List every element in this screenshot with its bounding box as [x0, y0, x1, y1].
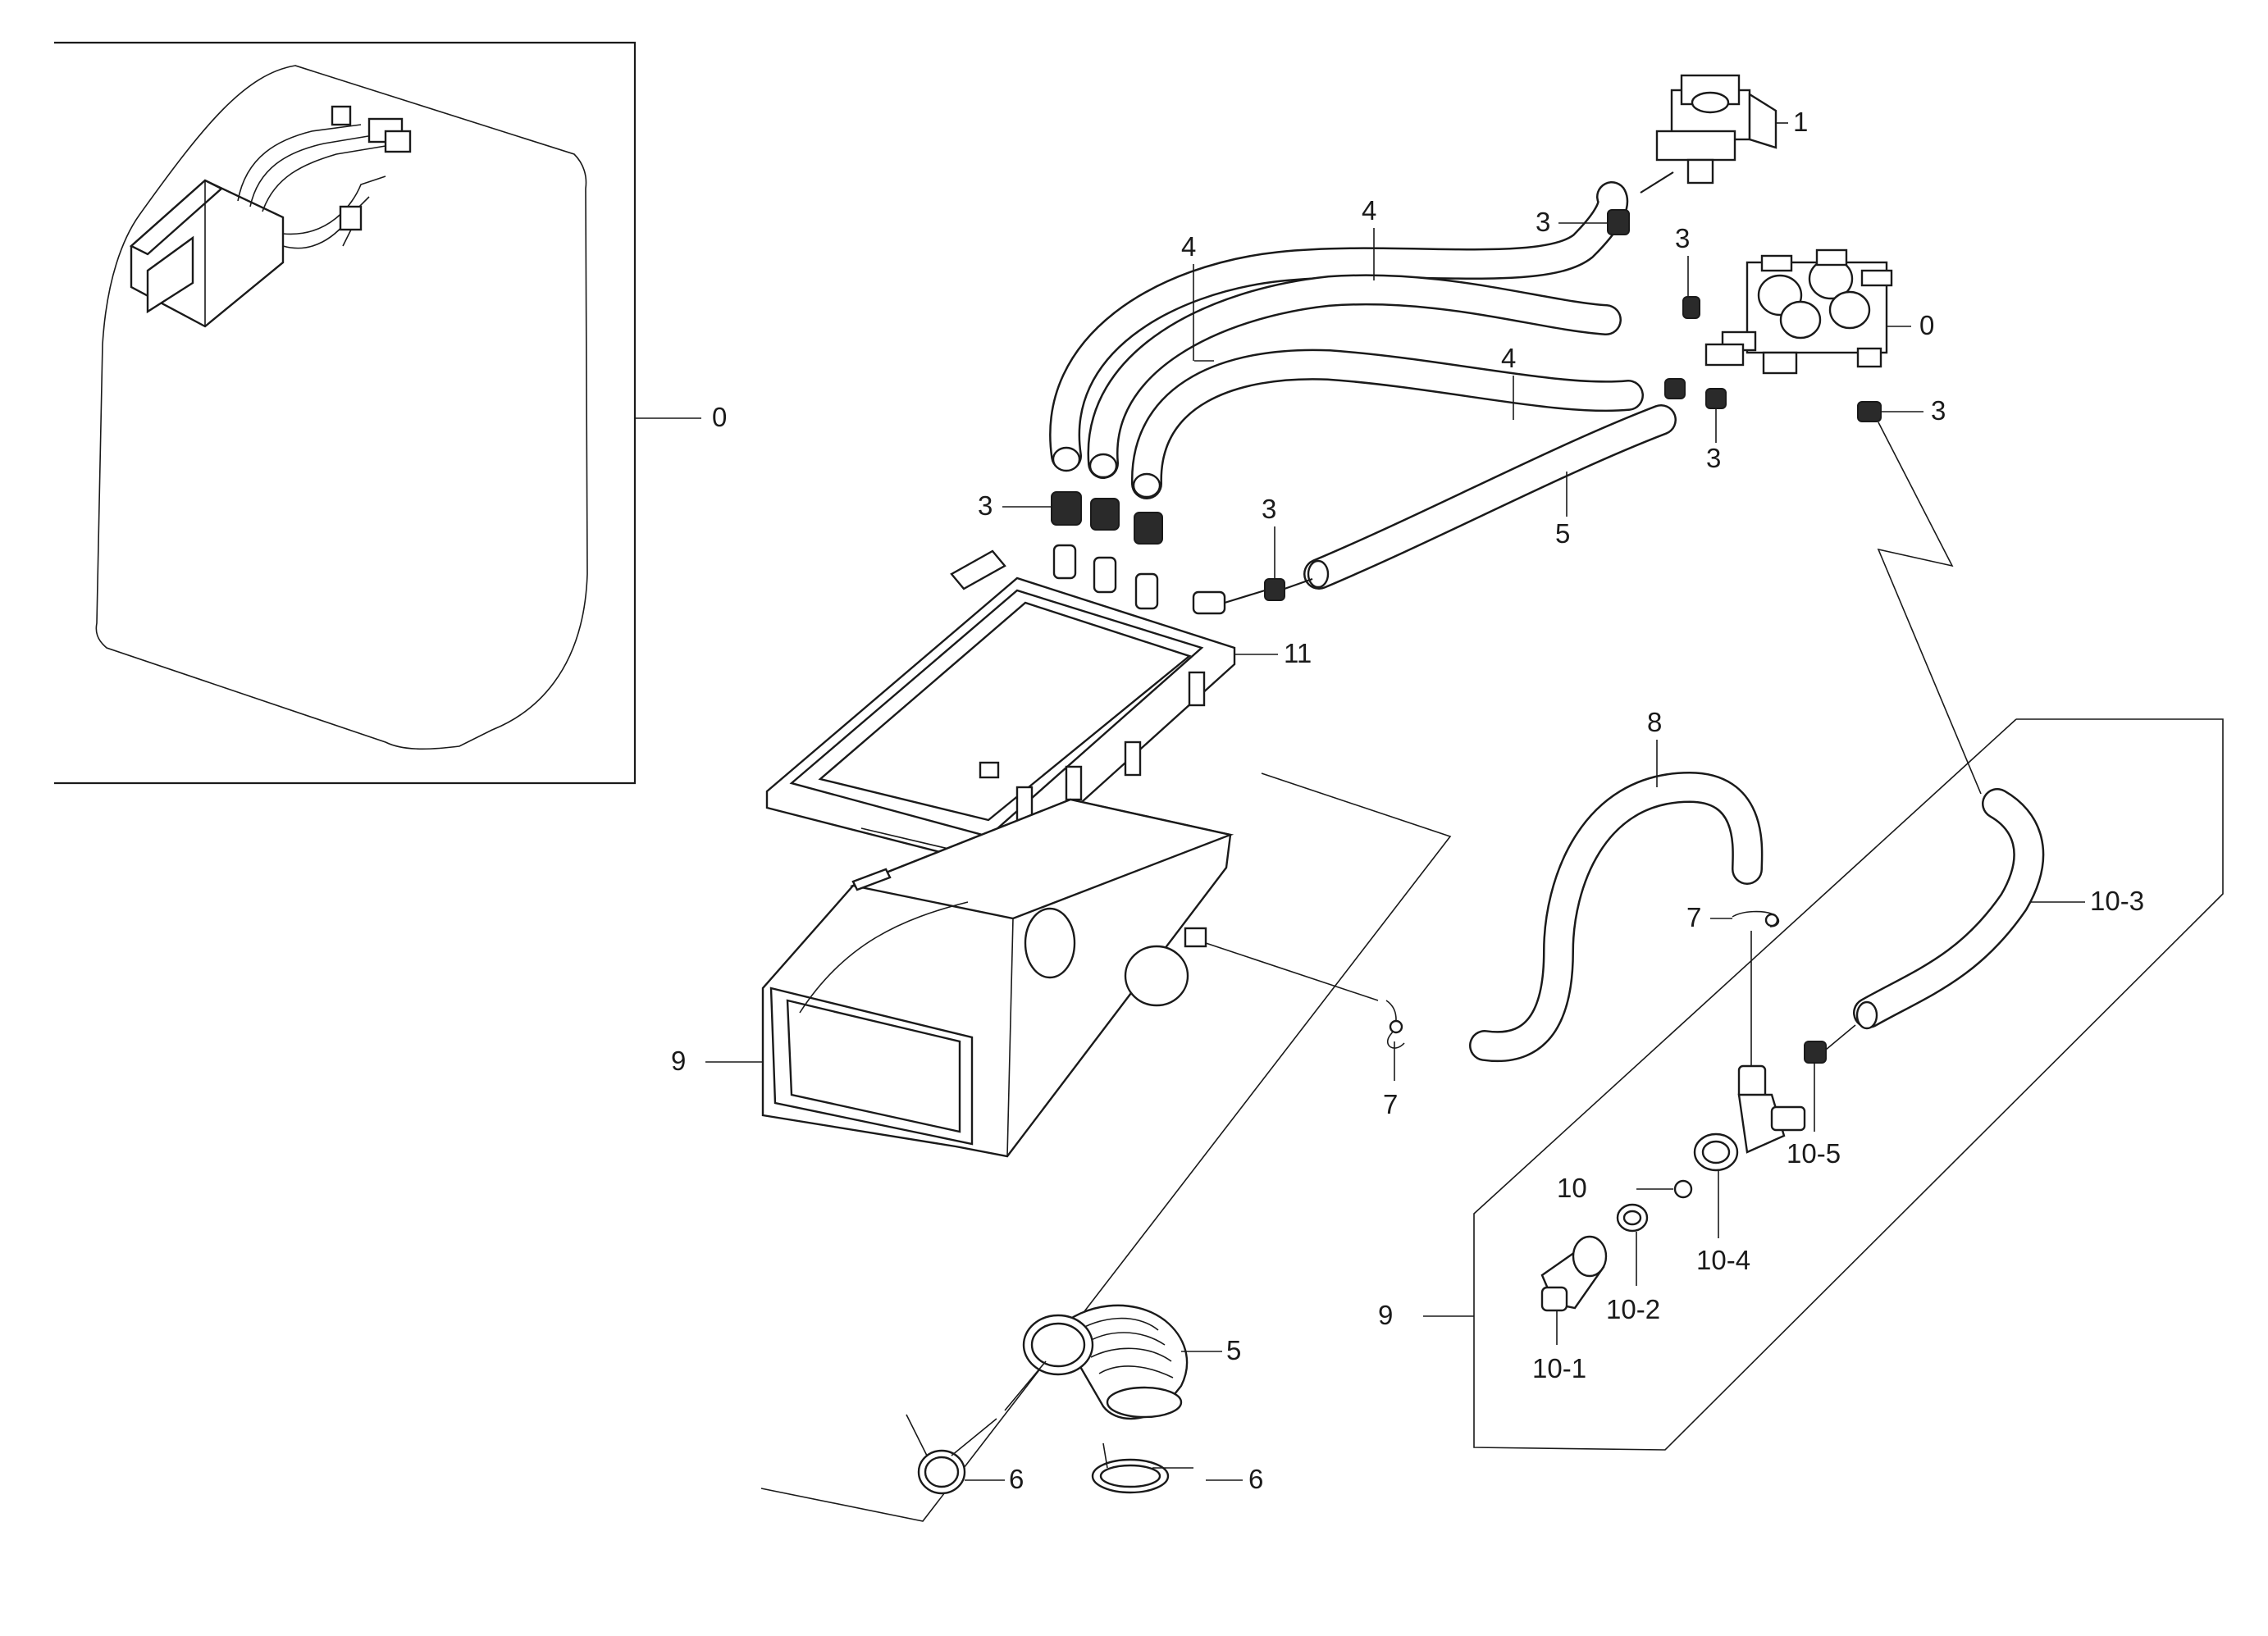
- callout-4-bottom: 5: [1555, 518, 1570, 549]
- inset-dispenser-icon: [129, 105, 412, 328]
- callout-4-top: 4: [1362, 195, 1376, 226]
- callout-7-right: 7: [1686, 902, 1701, 932]
- hose-8: [1469, 771, 1764, 1063]
- callout-6-left: 6: [1009, 1464, 1024, 1494]
- dispenser-inlet-ports: [1052, 544, 1313, 615]
- callout-10-3: 10-3: [2090, 886, 2144, 916]
- clamp-3-left-b: [1090, 498, 1120, 531]
- assembly-overview-inset: 0: [54, 41, 727, 785]
- callout-11: 11: [1284, 638, 1312, 668]
- callout-5: 5: [1226, 1335, 1241, 1365]
- callout-10-2: 10-1: [1532, 1353, 1586, 1383]
- clamp-3-right-bot: [1857, 401, 1882, 422]
- water-valve-2: [1640, 74, 1777, 194]
- clamp-10-6: [1804, 1024, 1856, 1064]
- clamp-3-left-c: [1134, 512, 1163, 545]
- callout-1: 0: [1919, 310, 1934, 340]
- inlet-assembly-panel: [1473, 718, 2224, 1451]
- clip-7-left: [1385, 1000, 1405, 1049]
- bellows-panel: [760, 772, 1452, 1522]
- callout-3-dispenser: 3: [1262, 494, 1276, 524]
- bellows-5: [1022, 1304, 1189, 1420]
- callout-4-mid: 4: [1501, 343, 1516, 373]
- washer-10-4: [1616, 1203, 1649, 1233]
- callout-2: 1: [1793, 107, 1808, 137]
- dispenser-housing-9: [761, 798, 1234, 1158]
- clamp-3-right-top: [1682, 296, 1700, 319]
- ball-10-1: [1673, 1179, 1693, 1199]
- callout-9: 9: [671, 1046, 686, 1076]
- callout-3-right: 3: [1931, 395, 1946, 426]
- clamp-3-valve2: [1607, 209, 1630, 235]
- dispenser-housing-cover-11: [765, 549, 1236, 871]
- clip-7-right: [1732, 910, 1780, 927]
- hose-4-group: [1049, 181, 1677, 590]
- callout-10: 9: [1378, 1300, 1393, 1330]
- clamp-3-dispenser-right: [1264, 578, 1285, 601]
- callout-6-right: 6: [1248, 1464, 1263, 1494]
- hose-10-3: [1853, 788, 2045, 1030]
- clamp-3-group: [1051, 209, 1882, 601]
- callout-7-left: 7: [1383, 1089, 1398, 1119]
- y-fitting-10-5: [1693, 1064, 1806, 1172]
- callout-10-6: 10-5: [1787, 1138, 1841, 1169]
- callout-10-4: 10-2: [1606, 1294, 1660, 1324]
- callout-3-mid: 3: [1706, 443, 1721, 473]
- clamp-6-left: [906, 1360, 1047, 1495]
- clamp-6-right: [1091, 1442, 1193, 1494]
- callout-0: 0: [712, 402, 727, 432]
- callout-10-1: 10: [1557, 1173, 1587, 1203]
- filter-10-2: [1540, 1235, 1608, 1312]
- callout-3-valve2: 3: [1536, 207, 1550, 237]
- clamp-3-mid-b: [1705, 388, 1727, 409]
- callout-10-5: 10-4: [1696, 1245, 1750, 1275]
- clamp-3-mid-a: [1664, 378, 1686, 399]
- callout-8: 8: [1647, 707, 1662, 737]
- callout-3-topright: 3: [1675, 223, 1690, 253]
- callout-3-left: 3: [978, 490, 993, 521]
- water-valve-1: [1704, 248, 1893, 375]
- callout-4-left: 4: [1181, 231, 1196, 262]
- clamp-3-left-a: [1051, 491, 1082, 526]
